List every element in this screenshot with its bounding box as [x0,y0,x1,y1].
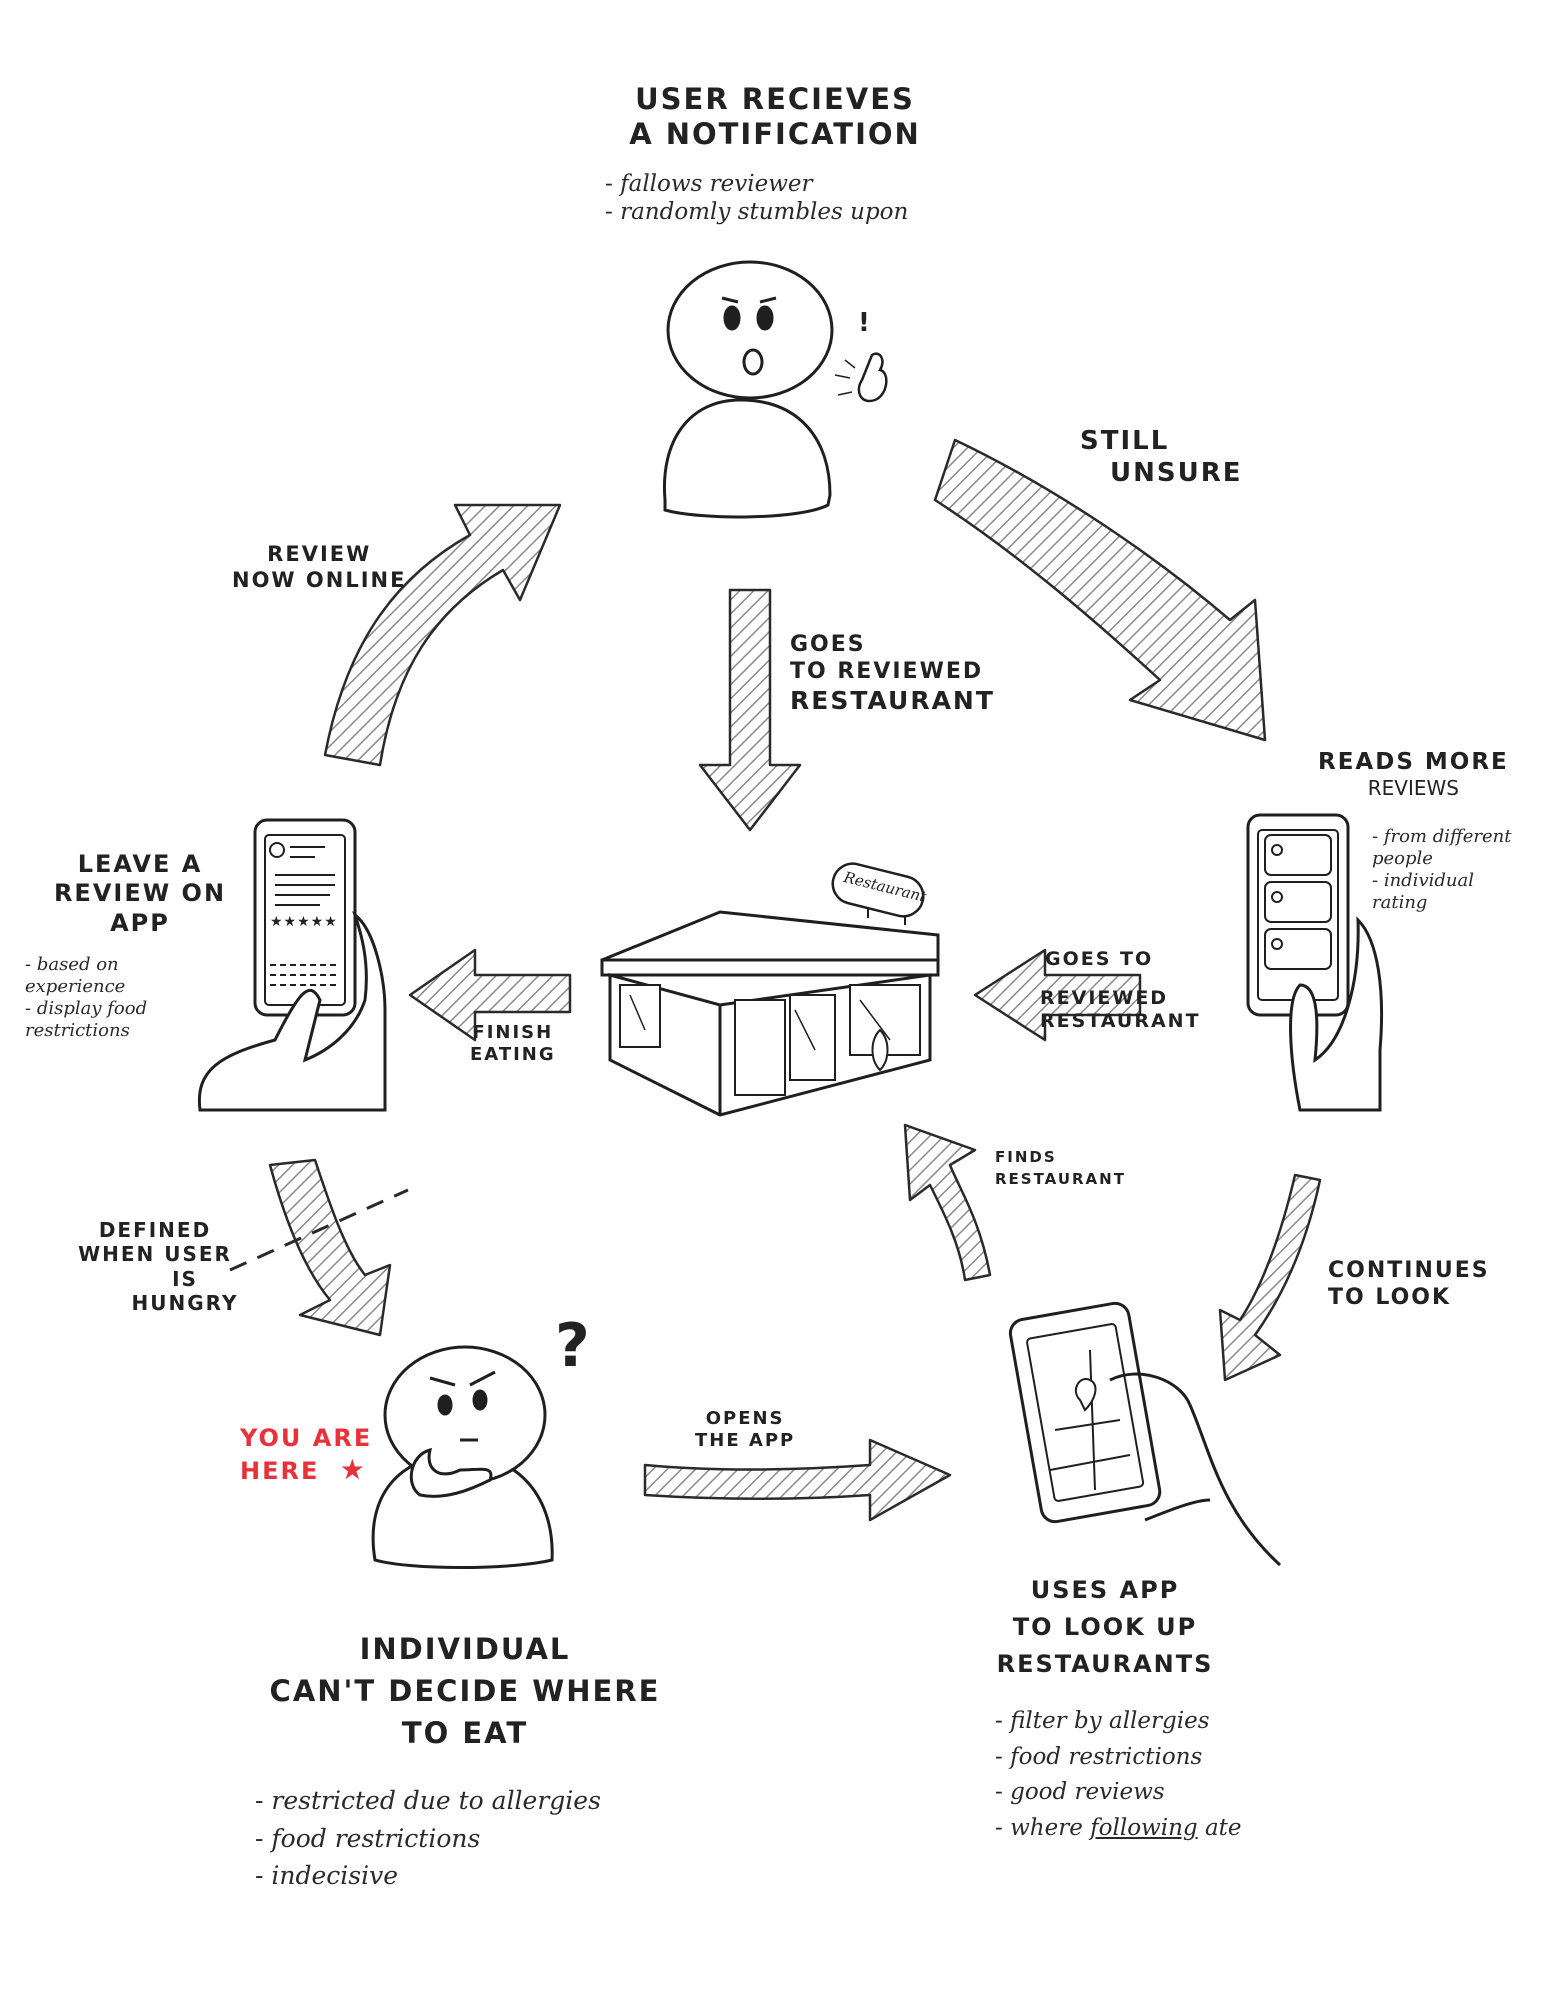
uses-app-title-line1: USES APP [1030,1576,1180,1604]
uses-app-title-line2: TO LOOK UP [1012,1613,1198,1642]
note-item: restricted due to allergies [255,1782,601,1820]
note-suffix: ate [1204,1814,1242,1841]
reads-more-notes: from different people individual rating [1372,826,1522,914]
note-item: food restrictions [995,1740,1242,1776]
note-item: where following ate [995,1811,1242,1847]
edge-label-line: CONTINUES [1328,1258,1490,1283]
individual-title-line2: CAN'T DECIDE WHERE [269,1674,661,1709]
note-underlined: following [1090,1814,1198,1841]
edge-label-line: OPENS [705,1408,785,1429]
note-item: indecisive [255,1857,601,1895]
individual-notes: restricted due to allergies food restric… [255,1782,601,1895]
edge-opens-app-label: OPENS THE APP [695,1408,795,1452]
note-item: individual rating [1372,870,1522,914]
arrow-continues-to-look [1218,1173,1322,1382]
edge-label-line: NOW ONLINE [232,567,407,592]
reads-more-title-line1: READS MORE [1318,749,1509,775]
edge-defined-hungry-label: DEFINED WHEN USER IS HUNGRY [55,1218,255,1316]
edge-finish-eating-label: FINISH EATING [470,1022,556,1066]
individual-title-line1: INDIVIDUAL [359,1632,571,1666]
arrow-goes-to-reviewed [698,588,802,832]
edge-review-online-label: REVIEW NOW ONLINE [232,542,406,593]
dashed-pointer [229,1188,409,1272]
note-item: filter by allergies [995,1704,1242,1740]
edge-continues-label: CONTINUES TO LOOK [1328,1258,1490,1312]
notification-title-line2: A NOTIFICATION [629,117,921,152]
leave-review-title: LEAVE A REVIEW ON APP [50,850,230,938]
uses-app-notes: filter by allergies food restrictions go… [995,1704,1242,1847]
notification-notes: fallows reviewer randomly stumbles upon [605,170,908,226]
edge-label-line: STILL [1080,426,1170,456]
phone-review-stars: ★★★★★ [270,914,338,930]
edge-label-line: IS HUNGRY [131,1266,239,1316]
edge-label-line: DEFINED [98,1218,212,1242]
arrow-finds-restaurant [903,1123,992,1282]
notification-title: USER RECIEVES A NOTIFICATION [615,82,935,153]
edge-still-unsure-label: STILL UNSURE [1080,426,1243,489]
exclamation-mark: ! [858,308,870,338]
edge-label-line: EATING [470,1043,556,1065]
surprised-person-figure [662,260,888,519]
note-item: display food restrictions [25,998,200,1042]
reads-more-title-line2: REVIEWS [1367,776,1459,801]
you-are-here-line2: HERE [240,1457,320,1486]
edge-label-line: UNSURE [1110,457,1243,488]
individual-title-line3: TO EAT [401,1716,529,1751]
edge-label-line: WHEN USER [78,1242,232,1267]
leave-review-notes: based on experience display food restric… [25,954,200,1042]
edge-finds-restaurant-label: FINDS RESTAURANT [995,1148,1126,1189]
arrow-finish-eating [408,948,572,1042]
edge-label-line: TO REVIEWED [790,658,984,684]
leave-review-title-line2: REVIEW ON [53,879,227,908]
leave-review-title-line3: APP [110,908,170,937]
arrow-defined-hungry [268,1158,392,1337]
edge-label-line: GOES [790,632,866,657]
uses-app-title-line3: RESTAURANTS [996,1650,1214,1679]
arrow-goes-to-right [973,948,1142,1042]
note-item: food restrictions [255,1820,601,1858]
arrow-opens-app [643,1438,952,1522]
arrow-still-unsure [933,438,1267,742]
edge-label-line: THE APP [695,1429,796,1451]
reading-phone-hand [1246,813,1383,1112]
individual-title: INDIVIDUAL CAN'T DECIDE WHERE TO EAT [255,1628,675,1754]
question-mark-icon: ? [555,1311,590,1381]
note-prefix: where [1010,1814,1083,1841]
edge-label-line: TO LOOK [1328,1284,1452,1310]
star-icon: ★ [339,1453,367,1487]
edge-label-line: GOES TO [1045,948,1154,970]
edge-label-line: FINISH [472,1022,554,1043]
notification-title-line1: USER RECIEVES [635,82,915,116]
restaurant-building [600,862,940,1117]
leave-review-title-line1: LEAVE A [77,850,203,878]
you-are-here-label: YOU ARE HERE ★ [240,1424,372,1487]
edge-label-line: RESTAURANT [995,1170,1126,1189]
review-phone-hand [197,818,387,1112]
edge-label-line: REVIEWED [1040,987,1169,1010]
reads-more-title: READS MORE REVIEWS [1318,748,1509,800]
note-item: good reviews [995,1775,1242,1811]
edge-label-line: FINDS [995,1148,1057,1166]
edge-label-line: RESTAURANT [1040,1010,1201,1033]
edge-label-line: REVIEW [267,542,372,566]
arrow-review-online [323,503,562,767]
note-item: fallows reviewer [605,170,908,198]
edge-label-line: RESTAURANT [790,685,995,715]
you-are-here-line1: YOU ARE [240,1424,373,1452]
note-item: randomly stumbles upon [605,198,908,226]
thinking-person-figure [371,1345,554,1569]
uses-app-title: USES APP TO LOOK UP RESTAURANTS [975,1572,1235,1684]
edge-goes-to-reviewed-label: GOES TO REVIEWED RESTAURANT [790,632,995,716]
edge-goes-to-right-label: GOES TO REVIEWED RESTAURANT [1040,948,1201,1034]
note-item: from different people [1372,826,1522,870]
note-item: based on experience [25,954,200,998]
map-phone-hand [1008,1301,1282,1567]
